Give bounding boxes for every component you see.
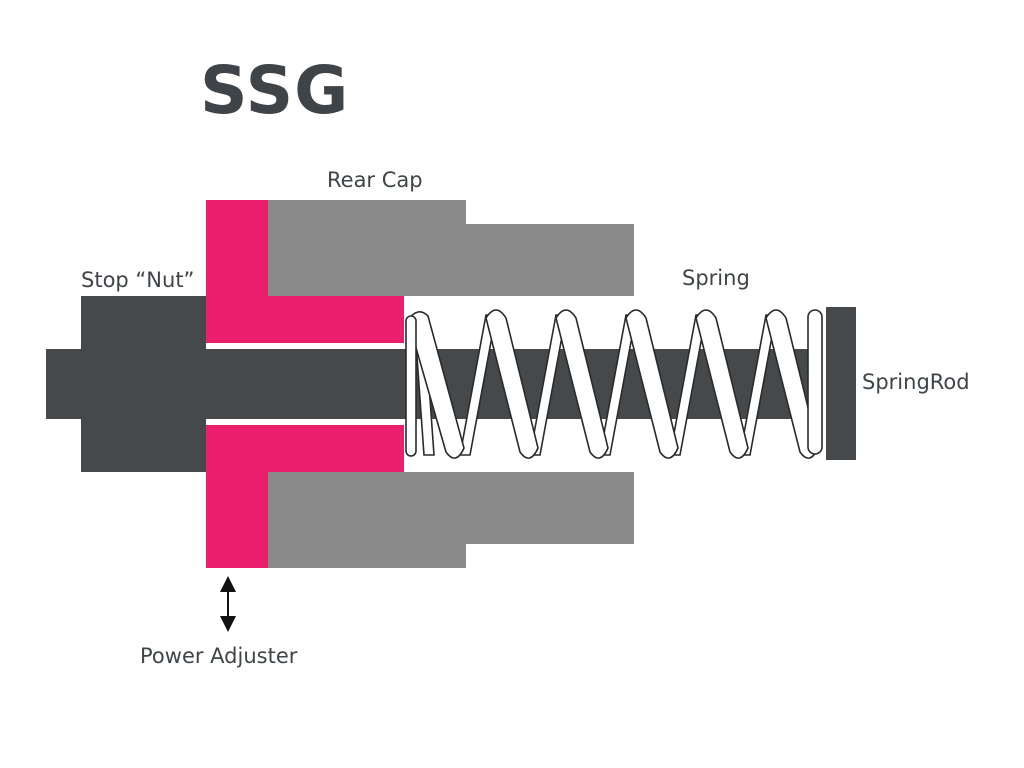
rear-cap-upper-body [268, 224, 634, 296]
power-adjuster-upper [206, 200, 404, 343]
power-adjuster-lower [206, 425, 404, 568]
spring [405, 309, 823, 459]
spring-coil-front [695, 309, 749, 459]
power-adjuster [206, 200, 404, 568]
spring-end-coil [807, 309, 823, 455]
rear-cap [268, 200, 634, 568]
rear-cap-lower-flange [268, 472, 466, 568]
stop-nut-label: Stop “Nut” [81, 268, 195, 292]
spring-start-coil [405, 315, 417, 457]
rear-cap-label: Rear Cap [327, 168, 423, 192]
power-adjuster-label: Power Adjuster [140, 644, 298, 668]
spring-coil-front [407, 311, 465, 459]
spring-rod-label: SpringRod [862, 370, 970, 394]
spring-label: Spring [682, 266, 750, 290]
stop-nut [81, 296, 206, 472]
double-headed-vertical-arrow-icon [220, 576, 236, 632]
spring-coil-front [555, 309, 609, 459]
spring-coil-front [625, 309, 679, 459]
diagram-title: SSG [200, 52, 350, 129]
spring-rod-end-plate [826, 307, 856, 460]
spring-coil-front [485, 309, 539, 459]
